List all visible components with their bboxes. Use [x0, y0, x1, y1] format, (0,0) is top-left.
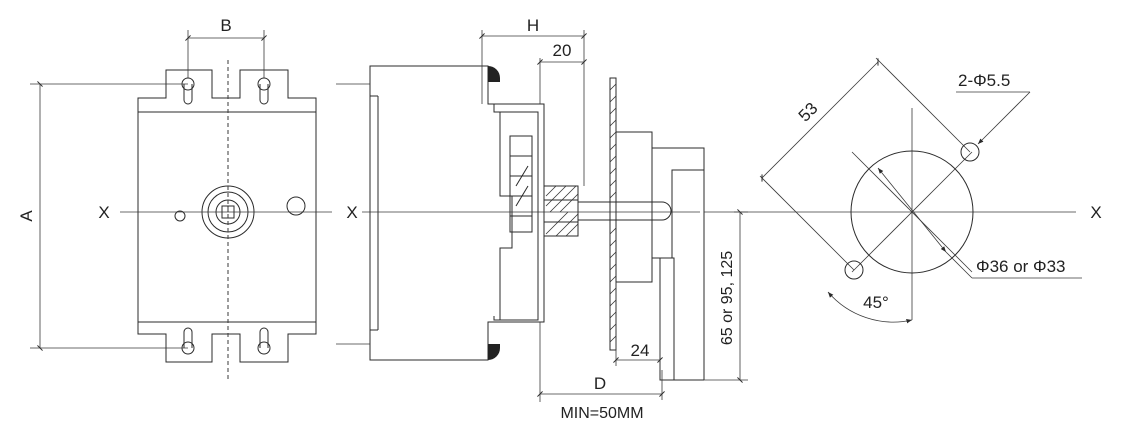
dimension-a-label: A — [17, 210, 36, 222]
angle-label: 45° — [863, 293, 889, 312]
mount-hole-upper — [960, 142, 980, 162]
dimension-d-label: D — [594, 374, 606, 393]
mount-slot-bottom-left — [181, 327, 195, 355]
front-view — [30, 30, 332, 380]
mount-slot-top-left — [181, 77, 195, 105]
side-view — [336, 30, 748, 402]
dimension-h-label: H — [527, 16, 539, 35]
panel-cutout-view — [734, 57, 1082, 324]
handle-height-label: 65 or 95, 125 — [719, 251, 736, 345]
dimension-24-label: 24 — [631, 341, 650, 360]
axis-x-left-label: X — [98, 203, 109, 222]
mount-slot-top-right — [257, 77, 271, 105]
holes-label: 2-Φ5.5 — [958, 71, 1010, 90]
circle-diameter-label: Φ36 or Φ33 — [976, 257, 1066, 276]
small-hole — [174, 210, 186, 222]
dimension-53-label: 53 — [795, 99, 822, 126]
dimension-b-label: B — [220, 16, 231, 35]
indicator-hole — [286, 196, 306, 216]
mount-hole-lower — [844, 260, 864, 280]
mount-slot-bottom-right — [257, 327, 271, 355]
axis-x-middle-label: X — [346, 203, 357, 222]
axis-x-right-label: X — [1090, 203, 1101, 222]
min-length-label: MIN=50MM — [560, 405, 643, 422]
dimension-20-label: 20 — [553, 41, 572, 60]
